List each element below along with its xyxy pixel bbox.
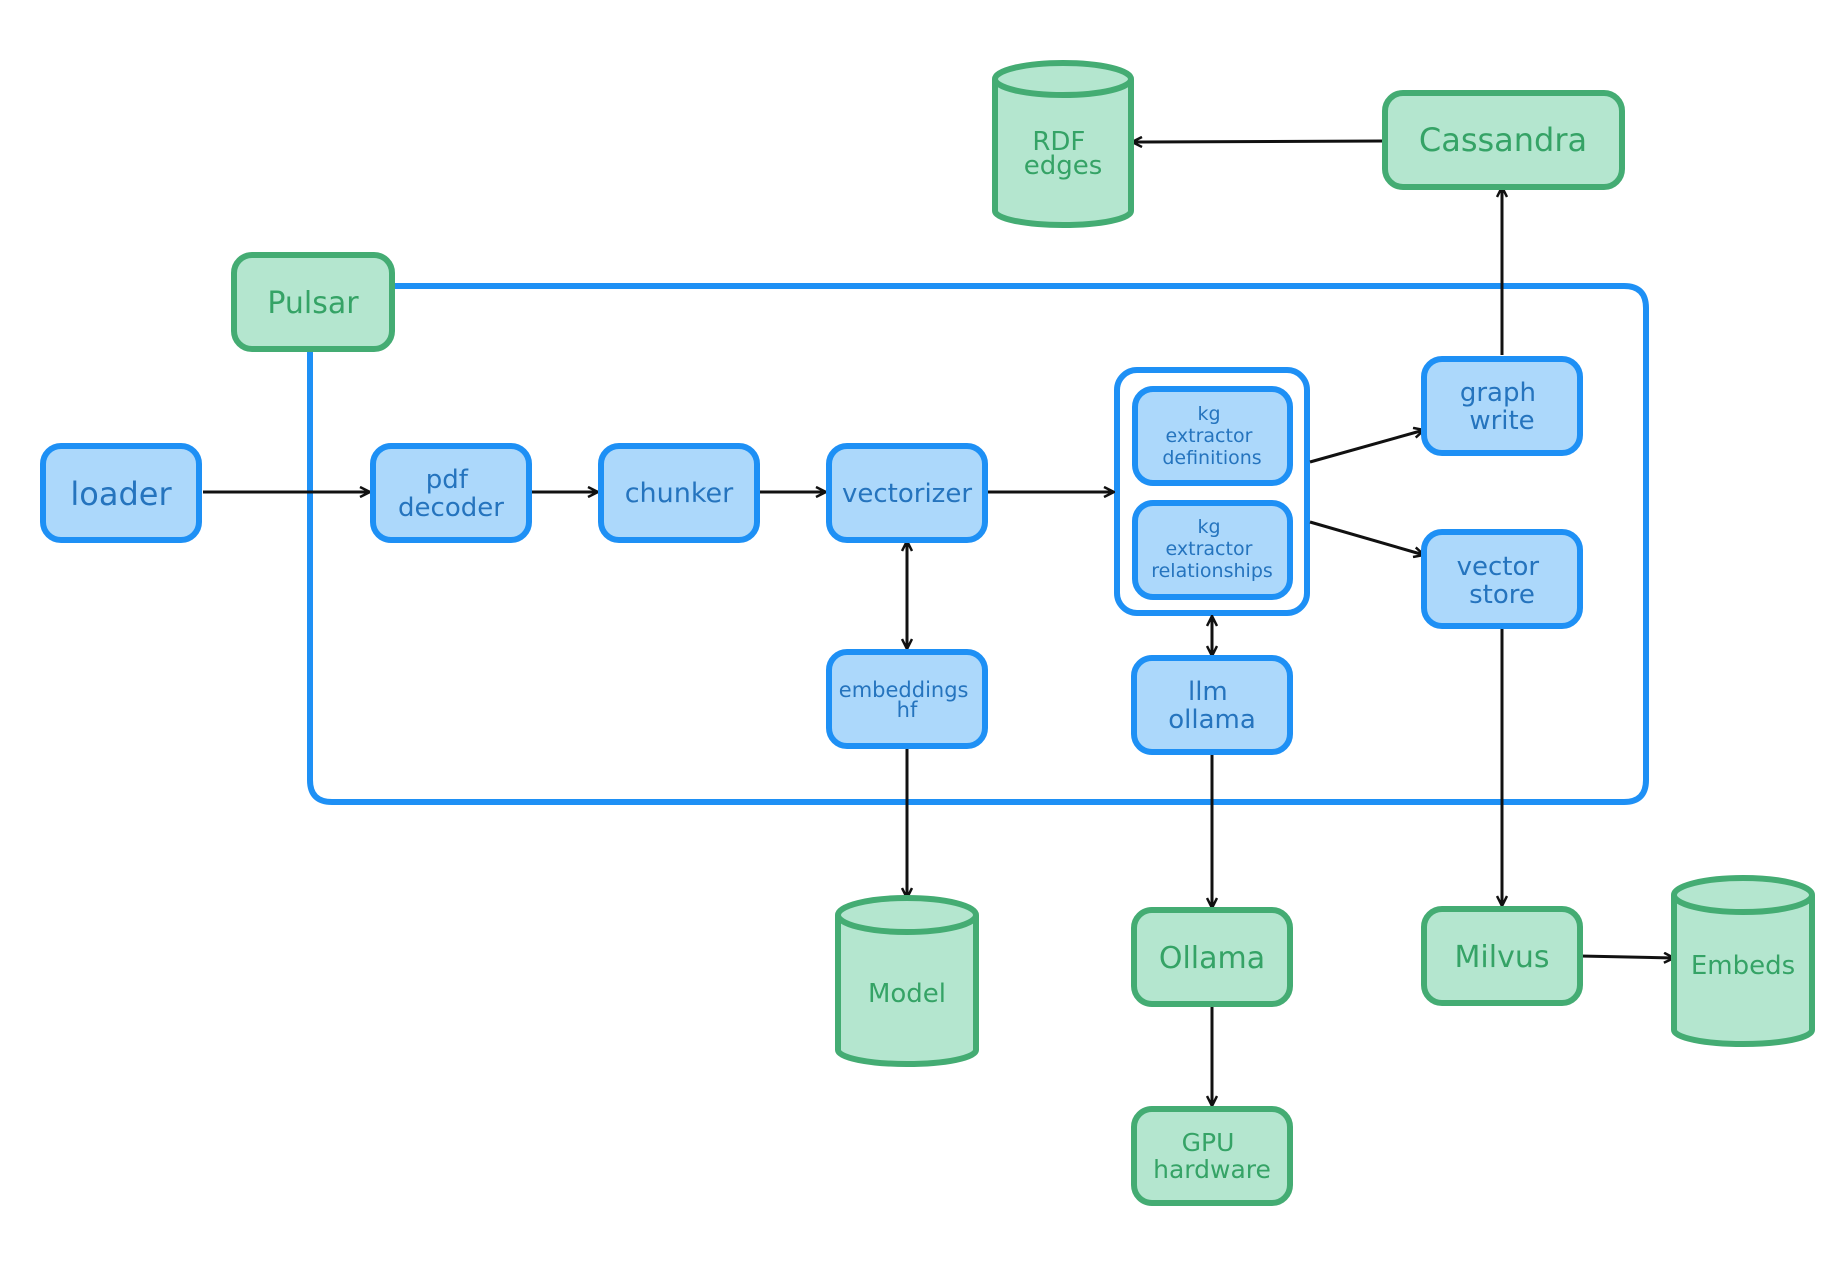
store-embeds-label: Embeds (1691, 951, 1795, 981)
node-gpu-hardware-label-1: GPU (1182, 1128, 1235, 1157)
svg-text:GPU hardware: GPU hardware (1153, 1128, 1271, 1184)
node-gpu-hardware-label-2: hardware (1153, 1155, 1271, 1184)
node-kg-definitions-label-3: definitions (1162, 447, 1261, 469)
svg-text:kg extractor relat: kg extractor relationships (1151, 516, 1273, 582)
edge-cassandra-rdf-edges (1132, 141, 1383, 142)
node-kg-definitions-label-2: extractor (1166, 425, 1253, 447)
node-loader[interactable]: loader (40, 443, 202, 543)
store-model-label: Model (868, 979, 946, 1009)
svg-text:llm ollama: llm ollama (1168, 677, 1256, 735)
node-cassandra[interactable]: Cassandra (1382, 90, 1625, 190)
node-embeddings-hf-label-1: embeddings (839, 678, 969, 702)
svg-text:Embeds: Embeds (1691, 951, 1795, 981)
node-pdf-decoder[interactable]: pdf decoder (370, 443, 532, 543)
svg-text:Model: Model (868, 979, 946, 1009)
edge-kg-vector-store (1309, 520, 1424, 555)
node-embeddings-hf[interactable]: embeddings hf (826, 649, 988, 749)
node-llm-ollama-label-1: llm (1188, 677, 1228, 707)
node-kg-relationships-label-2: extractor (1166, 538, 1253, 560)
node-kg-relationships-label-3: relationships (1151, 560, 1273, 582)
store-rdf-edges[interactable]: RDF edges (992, 60, 1134, 228)
node-kg-relationships-label-1: kg (1197, 516, 1220, 538)
svg-text:Ollama: Ollama (1159, 941, 1265, 976)
node-cassandra-label: Cassandra (1419, 121, 1587, 159)
store-rdf-edges-label-1: RDF (1032, 127, 1085, 157)
svg-text:chunker: chunker (625, 478, 734, 509)
svg-text:Milvus: Milvus (1455, 940, 1550, 975)
node-kg-extractor-definitions[interactable]: kg extractor definitions (1132, 386, 1293, 486)
kg-extractor-group (1114, 367, 1310, 616)
node-ollama[interactable]: Ollama (1131, 907, 1293, 1007)
node-llm-ollama[interactable]: llm ollama (1131, 655, 1293, 755)
svg-text:vector store: vector store (1457, 552, 1548, 610)
store-embeds[interactable]: Embeds (1671, 875, 1815, 1047)
node-pulsar[interactable]: Pulsar (231, 252, 395, 352)
node-milvus-label: Milvus (1455, 940, 1550, 975)
edge-milvus-embeds (1579, 956, 1674, 958)
node-pdf-decoder-label-2: decoder (398, 493, 504, 523)
store-rdf-edges-label-2: edges (1024, 151, 1103, 181)
node-graph-write-label-2: write (1469, 406, 1534, 436)
svg-text:pdf decoder: pdf decoder (398, 465, 504, 523)
node-gpu-hardware[interactable]: GPU hardware (1131, 1106, 1293, 1206)
pulsar-boundary (307, 283, 1649, 805)
svg-text:kg extractor defin: kg extractor definitions (1162, 403, 1261, 469)
node-chunker[interactable]: chunker (598, 443, 760, 543)
node-pdf-decoder-label-1: pdf (426, 465, 469, 495)
edges (203, 141, 1674, 1106)
svg-text:Cassandra: Cassandra (1419, 121, 1587, 159)
node-pulsar-label: Pulsar (267, 286, 359, 321)
node-llm-ollama-label-2: ollama (1168, 705, 1256, 735)
svg-text:graph write: graph write (1460, 378, 1544, 436)
svg-text:vectorizer: vectorizer (842, 479, 972, 509)
svg-text:embeddings hf: embeddings hf (839, 678, 975, 722)
store-model[interactable]: Model (835, 895, 979, 1067)
node-kg-definitions-label-1: kg (1197, 403, 1220, 425)
node-vectorizer-label: vectorizer (842, 479, 972, 509)
node-graph-write-label-1: graph (1460, 378, 1536, 408)
node-kg-extractor-relationships[interactable]: kg extractor relationships (1132, 500, 1293, 600)
node-chunker-label: chunker (625, 478, 734, 509)
node-loader-label: loader (70, 475, 172, 513)
svg-text:Pulsar: Pulsar (267, 286, 359, 321)
node-vector-store[interactable]: vector store (1421, 529, 1583, 629)
node-graph-write[interactable]: graph write (1421, 356, 1583, 456)
svg-text:RDF edges: RDF edges (1024, 127, 1103, 181)
node-vector-store-label-1: vector (1457, 552, 1540, 582)
node-ollama-label: Ollama (1159, 941, 1265, 976)
node-milvus[interactable]: Milvus (1421, 906, 1583, 1006)
node-embeddings-hf-label-2: hf (897, 698, 918, 722)
node-vectorizer[interactable]: vectorizer (826, 443, 988, 543)
node-vector-store-label-2: store (1469, 580, 1535, 610)
svg-text:loader: loader (70, 475, 172, 513)
edge-kg-graph-write (1309, 430, 1424, 464)
